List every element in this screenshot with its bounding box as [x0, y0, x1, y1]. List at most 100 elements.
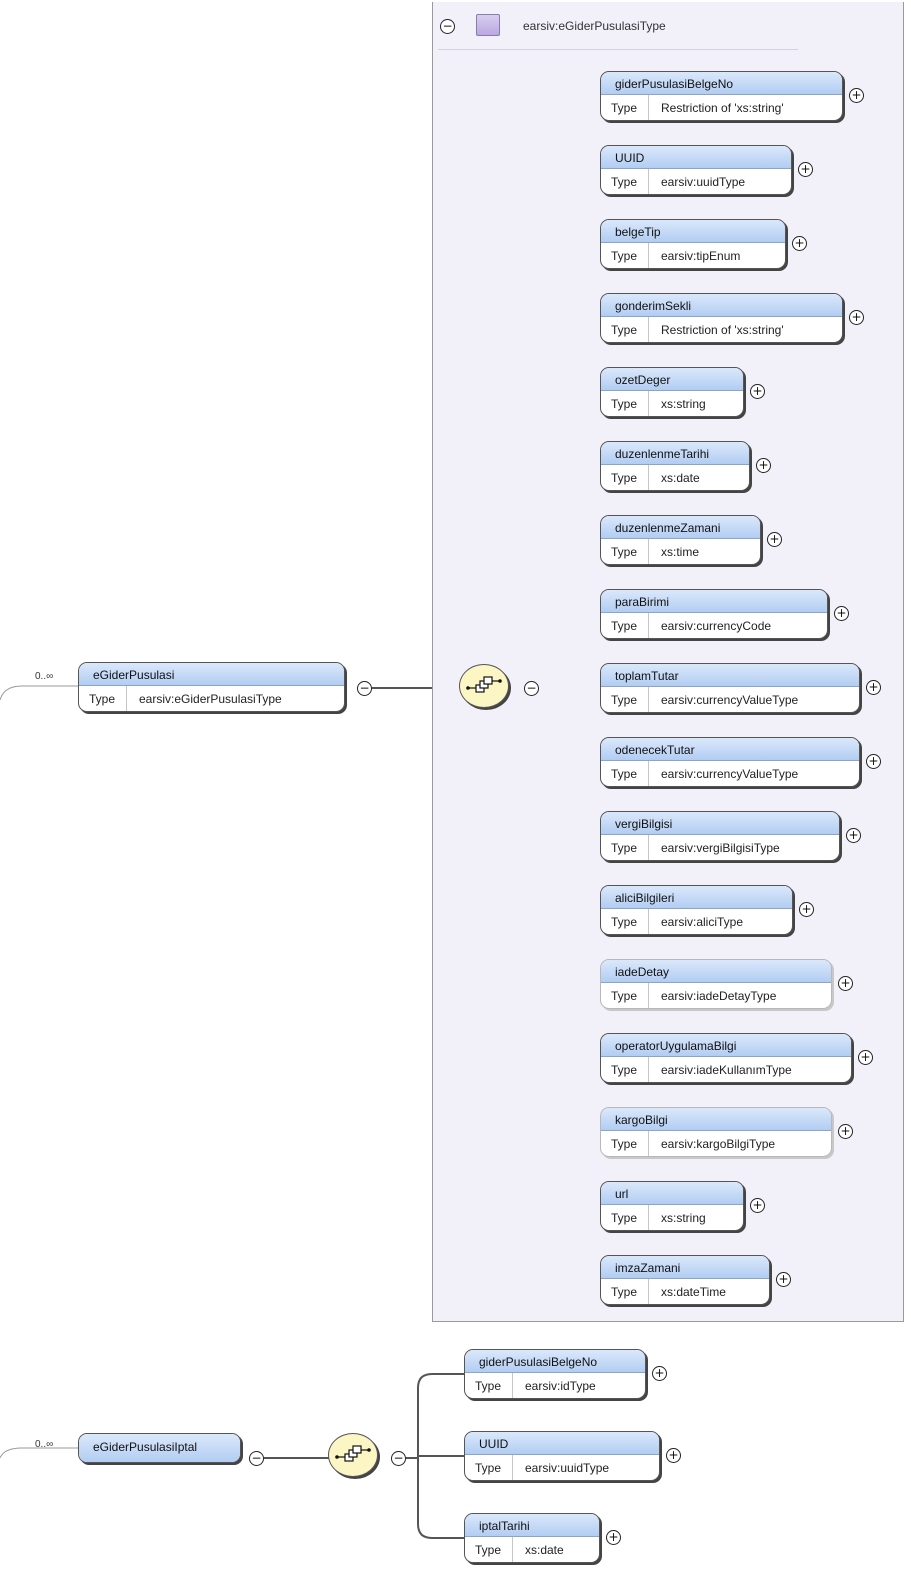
element-name: UUID — [465, 1432, 659, 1455]
type-value: xs:date — [661, 471, 700, 485]
type-value: earsiv:idType — [525, 1379, 596, 1393]
child-connector-line — [417, 1523, 464, 1539]
type-label: Type — [601, 835, 649, 860]
collapse-icon[interactable]: − — [440, 19, 455, 34]
type-label: Type — [601, 909, 649, 934]
type-value: earsiv:kargoBilgiType — [661, 1137, 776, 1151]
type-value: earsiv:currencyCode — [661, 619, 772, 633]
type-label: Type — [601, 95, 649, 120]
panel-divider — [438, 49, 798, 50]
element-name: iptalTarihi — [465, 1514, 599, 1537]
collapse-icon[interactable]: − — [391, 1451, 406, 1466]
type-value: earsiv:tipEnum — [661, 249, 741, 263]
type-value: earsiv:iadeDetayType — [661, 989, 777, 1003]
type-value: earsiv:uuidType — [661, 175, 746, 189]
type-value: xs:dateTime — [661, 1285, 726, 1299]
type-label: Type — [601, 391, 649, 416]
element-name: imzaZamani — [601, 1256, 769, 1279]
expand-icon[interactable]: + — [846, 828, 861, 843]
type-value: earsiv:iadeKullanımType — [661, 1063, 792, 1077]
type-value: earsiv:uuidType — [525, 1461, 610, 1475]
collapse-icon[interactable]: − — [524, 681, 539, 696]
element-name: toplamTutar — [601, 664, 859, 687]
sequence-compositor[interactable] — [459, 664, 509, 708]
expand-icon[interactable]: + — [666, 1448, 681, 1463]
expand-icon[interactable]: + — [866, 680, 881, 695]
root-entry-line — [0, 1447, 78, 1459]
expand-icon[interactable]: + — [798, 162, 813, 177]
type-label: Type — [601, 613, 649, 638]
element-name: vergiBilgisi — [601, 812, 839, 835]
type-value: earsiv:currencyValueType — [661, 693, 799, 707]
type-value: xs:time — [661, 545, 700, 559]
expand-icon[interactable]: + — [792, 236, 807, 251]
sequence-icon — [335, 1445, 371, 1462]
type-label: Type — [465, 1537, 513, 1562]
expand-icon[interactable]: + — [849, 310, 864, 325]
expand-icon[interactable]: + — [767, 532, 782, 547]
expand-icon[interactable]: + — [750, 1198, 765, 1213]
element-egiderpusulasiiptal[interactable]: eGiderPusulasiIptal — [78, 1433, 241, 1463]
type-value: Restriction of 'xs:string' — [661, 101, 784, 115]
type-label: Type — [601, 1057, 649, 1082]
expand-icon[interactable]: + — [866, 754, 881, 769]
collapse-icon[interactable]: − — [357, 681, 372, 696]
collapse-icon[interactable]: − — [249, 1451, 264, 1466]
type-label: Type — [601, 1131, 649, 1156]
type-label: Type — [601, 687, 649, 712]
expand-icon[interactable]: + — [858, 1050, 873, 1065]
element-name: kargoBilgi — [601, 1108, 831, 1131]
expand-icon[interactable]: + — [750, 384, 765, 399]
element-name: duzenlenmeTarihi — [601, 442, 749, 465]
element-name: giderPusulasiBelgeNo — [465, 1350, 645, 1373]
element-name: operatorUygulamaBilgi — [601, 1034, 851, 1057]
element-name: UUID — [601, 146, 791, 169]
type-value: earsiv:eGiderPusulasiType — [139, 692, 282, 706]
cardinality-label: 0..∞ — [35, 671, 54, 682]
expand-icon[interactable]: + — [756, 458, 771, 473]
element-name: aliciBilgileri — [601, 886, 792, 909]
expand-icon[interactable]: + — [776, 1272, 791, 1287]
element-name: eGiderPusulasi — [79, 663, 344, 686]
type-label: Type — [601, 983, 649, 1008]
element-egiderpusulasi[interactable]: eGiderPusulasi Type earsiv:eGiderPusulas… — [78, 662, 345, 712]
element-name: paraBirimi — [601, 590, 827, 613]
expand-icon[interactable]: + — [849, 88, 864, 103]
sequence-compositor[interactable] — [328, 1433, 378, 1477]
expand-icon[interactable]: + — [799, 902, 814, 917]
expand-icon[interactable]: + — [652, 1366, 667, 1381]
expand-icon[interactable]: + — [606, 1530, 621, 1545]
type-label: Type — [601, 243, 649, 268]
element-name: eGiderPusulasiIptal — [79, 1434, 240, 1462]
type-label: Type — [601, 1279, 649, 1304]
element-name: belgeTip — [601, 220, 785, 243]
element-name: ozetDeger — [601, 368, 743, 391]
expand-icon[interactable]: + — [838, 976, 853, 991]
expand-icon[interactable]: + — [834, 606, 849, 621]
type-label: Type — [601, 761, 649, 786]
element-name: giderPusulasiBelgeNo — [601, 72, 842, 95]
type-value: xs:string — [661, 1211, 706, 1225]
type-value: xs:string — [661, 397, 706, 411]
expand-icon[interactable]: + — [838, 1124, 853, 1139]
